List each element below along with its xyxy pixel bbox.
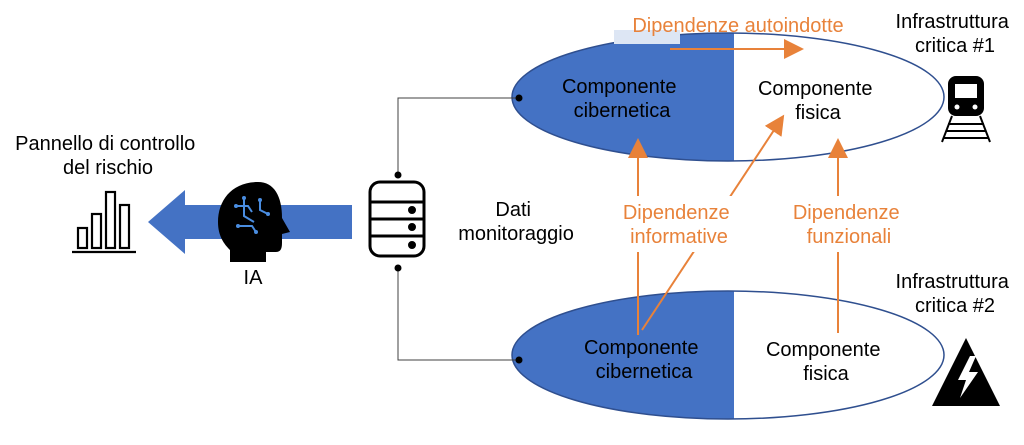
database-icon <box>368 180 426 258</box>
ai-head-icon <box>218 182 290 262</box>
train-icon <box>941 76 991 143</box>
cyber-component-1-label: Componente cibernetica <box>562 76 682 122</box>
functional-dependencies-label: Dipendenze funzionali <box>793 202 905 248</box>
highlight-band <box>614 30 680 44</box>
infrastructure-1-ellipse <box>511 32 945 162</box>
monitoring-data-label: Dati monitoraggio <box>458 199 574 245</box>
electric-hazard-icon <box>932 338 1000 406</box>
cyber-component-2-region <box>512 291 734 419</box>
db-dot-top <box>394 171 402 179</box>
infrastructure-1-title: Infrastruttura critica #1 <box>896 11 1015 57</box>
bar-chart-icon <box>72 190 136 254</box>
physical-component-2-label: Componente fisica <box>766 339 886 385</box>
informative-dependencies-label: Dipendenze informative <box>623 202 735 248</box>
functional-label-bg <box>786 196 914 252</box>
ai-label: IA <box>244 267 264 289</box>
monitoring-connectors <box>397 97 519 361</box>
self-induced-dependencies-label: Dipendenze autoindotte <box>632 15 843 37</box>
risk-dashboard-label: Pannello di controllo del rischio <box>15 133 201 179</box>
connector-dot-bottom <box>515 356 523 364</box>
informative-label-bg <box>616 196 742 252</box>
connector-dot-top <box>515 94 523 102</box>
cyber-component-2-label: Componente cibernetica <box>584 337 704 383</box>
db-dot-bottom <box>394 264 402 272</box>
infrastructure-2-title: Infrastruttura critica #2 <box>896 271 1015 317</box>
physical-component-1-label: Componente fisica <box>758 78 878 124</box>
